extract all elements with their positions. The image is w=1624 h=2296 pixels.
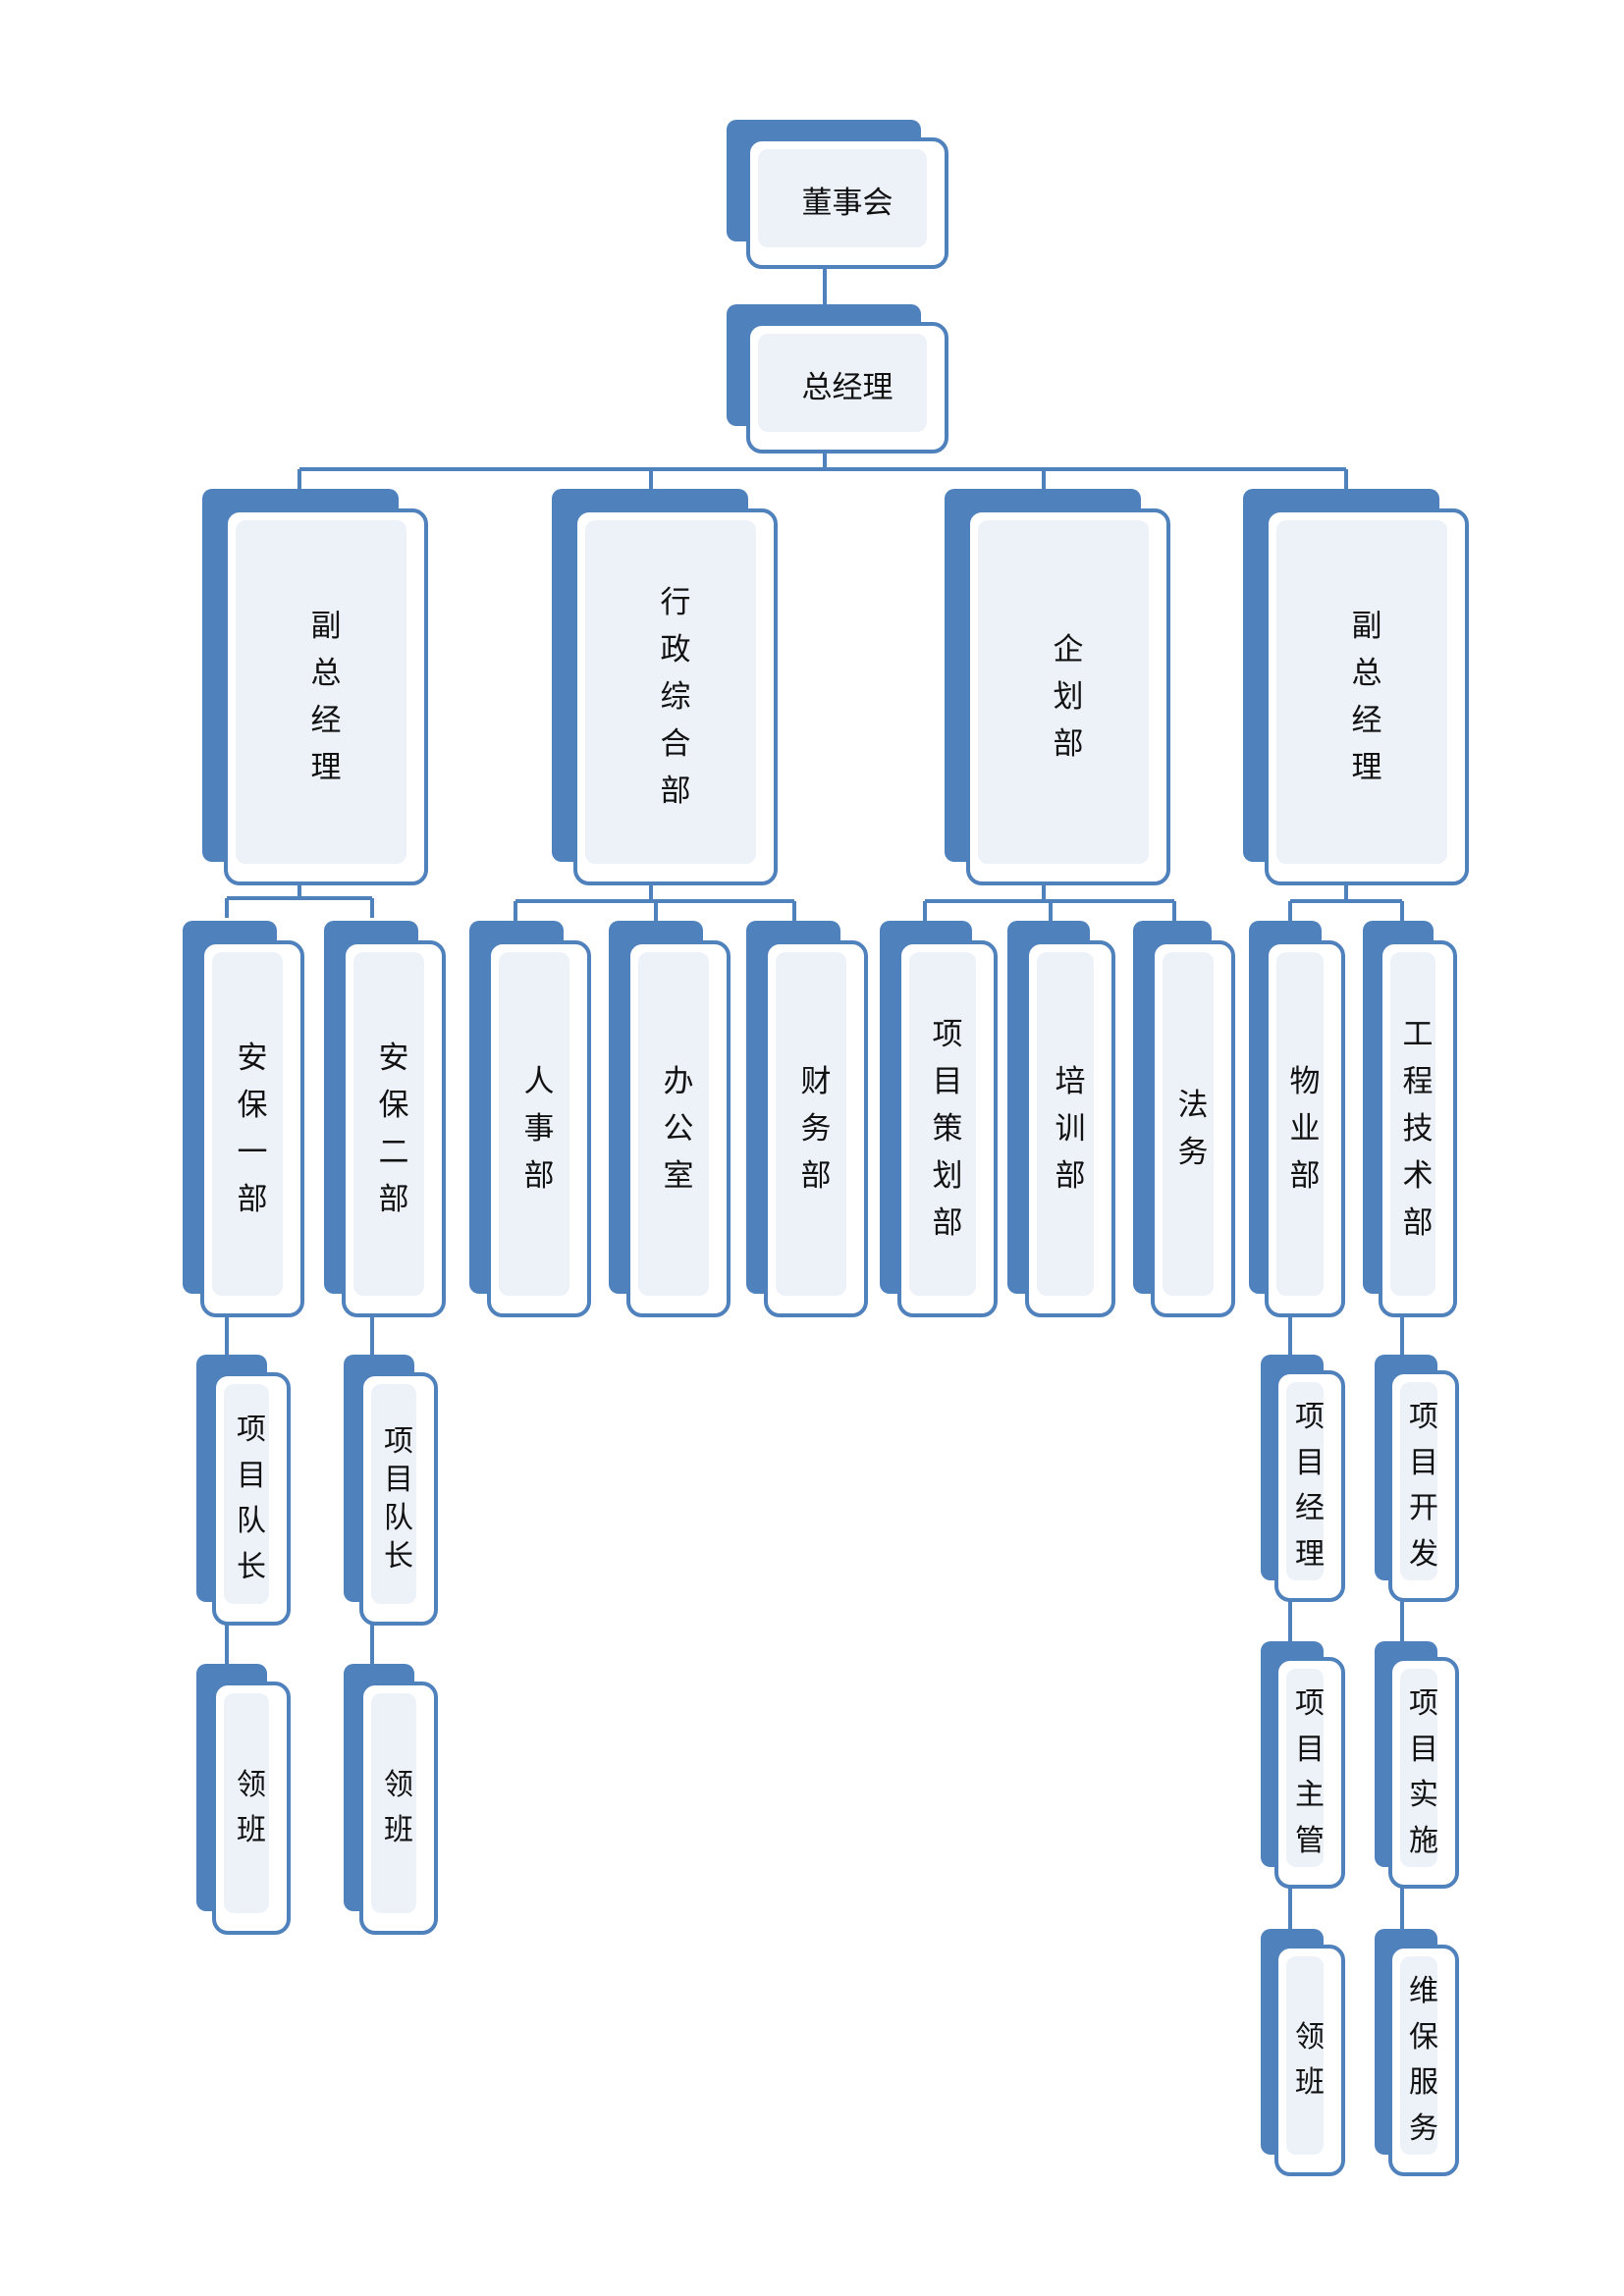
node-vp1: 副 总 经 理: [202, 489, 428, 885]
node-eng-development: 项 目 开 发: [1375, 1355, 1459, 1602]
node-s1-leader: 领 班: [196, 1664, 291, 1935]
node-label: 法 务: [1177, 1087, 1209, 1170]
node-label: 项 目 策 划 部: [932, 1016, 963, 1242]
node-label: 领 班: [237, 1767, 266, 1848]
node-s2-leader: 领 班: [344, 1664, 438, 1935]
node-label: 副 总 经 理: [310, 608, 342, 786]
node-engineering: 工 程 技 术 部: [1363, 921, 1457, 1317]
node-label: 企 划 部: [1053, 631, 1084, 763]
node-label: 项 目 实 施: [1409, 1686, 1438, 1858]
node-eng-maintenance: 维 保 服 务: [1375, 1929, 1459, 2176]
node-label: 领 班: [1295, 2019, 1325, 2101]
node-property: 物 业 部: [1249, 921, 1345, 1317]
node-label: 工 程 技 术 部: [1402, 1016, 1434, 1242]
node-label: 项 目 队 长: [237, 1413, 266, 1584]
node-security1: 安 保 一 部: [183, 921, 304, 1317]
node-admin: 行 政 综 合 部: [552, 489, 778, 885]
node-vp2: 副 总 经 理: [1243, 489, 1469, 885]
node-label: 项 目 队 长: [384, 1424, 413, 1574]
node-label: 项 目 经 理: [1295, 1400, 1325, 1572]
node-planning: 企 划 部: [945, 489, 1170, 885]
node-label: 领 班: [384, 1767, 413, 1848]
node-label: 培 训 部: [1055, 1063, 1086, 1195]
node-label: 副 总 经 理: [1351, 608, 1382, 786]
node-board: 董事会: [727, 120, 948, 269]
node-legal: 法 务: [1133, 921, 1235, 1317]
node-s2-captain: 项 目 队 长: [344, 1355, 438, 1626]
node-label: 项 目 主 管: [1295, 1686, 1325, 1858]
node-training: 培 训 部: [1007, 921, 1115, 1317]
node-s1-captain: 项 目 队 长: [196, 1355, 291, 1626]
node-label: 安 保 二 部: [378, 1040, 409, 1218]
node-label: 行 政 综 合 部: [660, 584, 691, 810]
node-label: 人 事 部: [523, 1063, 555, 1195]
node-finance: 财 务 部: [746, 921, 868, 1317]
node-pm-supervisor: 项 目 主 管: [1261, 1641, 1345, 1889]
node-label: 办 公 室: [663, 1063, 694, 1195]
node-security2: 安 保 二 部: [324, 921, 446, 1317]
node-eng-implementation: 项 目 实 施: [1375, 1641, 1459, 1889]
node-office: 办 公 室: [609, 921, 731, 1317]
node-pm-manager: 项 目 经 理: [1261, 1355, 1345, 1602]
node-project-planning: 项 目 策 划 部: [880, 921, 998, 1317]
node-label: 物 业 部: [1289, 1063, 1321, 1195]
node-pm-leader: 领 班: [1261, 1929, 1345, 2176]
node-ceo: 总经理: [727, 304, 948, 454]
node-label: 董事会: [801, 185, 893, 221]
node-label: 维 保 服 务: [1409, 1974, 1438, 2146]
node-label: 总经理: [801, 369, 893, 405]
node-label: 安 保 一 部: [237, 1040, 268, 1218]
node-label: 项 目 开 发: [1409, 1400, 1438, 1572]
node-hr: 人 事 部: [469, 921, 591, 1317]
node-label: 财 务 部: [800, 1063, 832, 1195]
